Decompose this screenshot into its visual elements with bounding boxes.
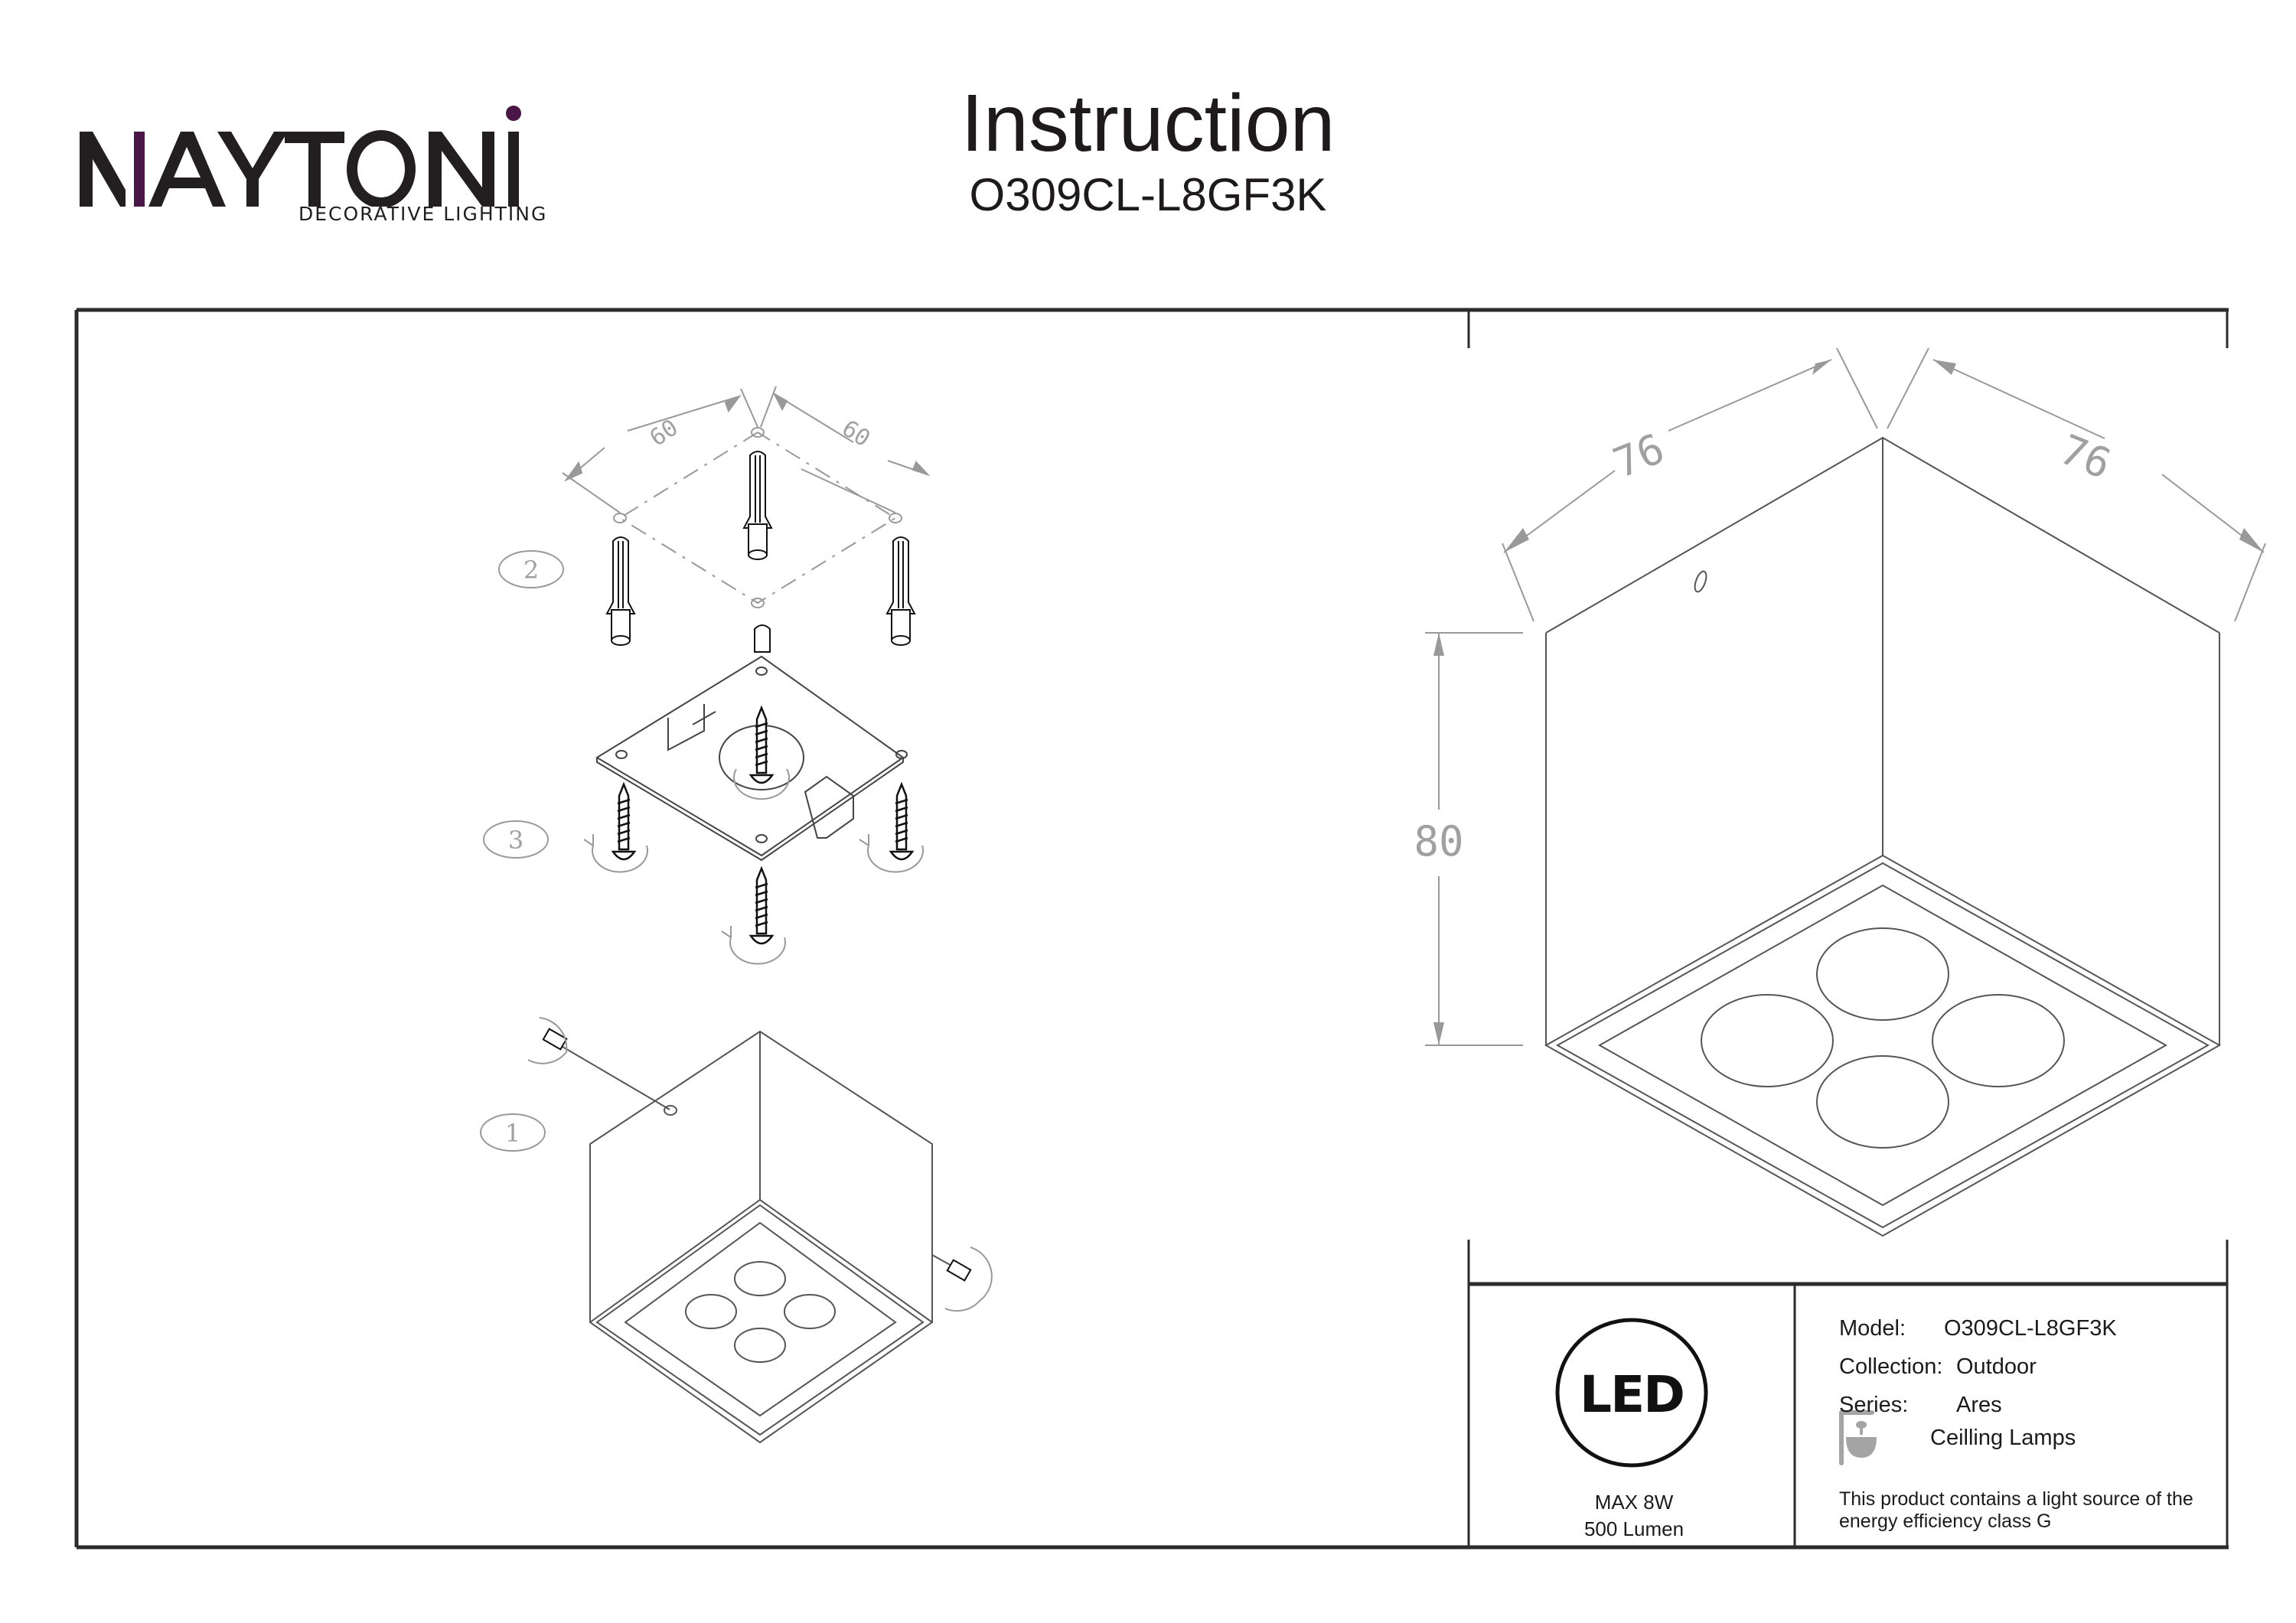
- logo-wordmark: [77, 99, 566, 222]
- energy-class-note-line1: This product contains a light source of …: [1839, 1488, 2193, 1510]
- dimension-arrowheads: [1433, 360, 2264, 1045]
- step-3-label: 3: [508, 826, 523, 855]
- spec-model-label: Model:: [1839, 1316, 1906, 1341]
- logo-wordmark-graphic: [80, 106, 521, 208]
- led-icon-text: LED: [1580, 1365, 1684, 1424]
- led-power-rating: MAX 8W: [1594, 1491, 1674, 1514]
- wood-screw-icon: [748, 865, 775, 945]
- maytoni-logo: DECORATIVE LIGHTING: [77, 92, 566, 230]
- led-lumen-rating: 500 Lumen: [1583, 1517, 1684, 1540]
- spec-collection-label: Collection:: [1839, 1354, 1943, 1379]
- led-icon-ring: [1555, 1318, 1708, 1468]
- set-screw-icon: [946, 1259, 972, 1282]
- spec-lamp-type: Ceilling Lamps: [1930, 1426, 2076, 1450]
- step-2-badge: [498, 550, 564, 588]
- width-dimension-left: 76: [1606, 424, 1671, 487]
- rotate-arrow-icons: [583, 768, 924, 965]
- logo-tagline: DECORATIVE LIGHTING: [298, 203, 548, 225]
- wall-plug-icons: [605, 451, 916, 653]
- sheet-frame: [74, 308, 2229, 1550]
- width-dimension-right: 76: [2053, 425, 2118, 489]
- spec-series-value: Ares: [1956, 1393, 2002, 1417]
- hole-spacing-label-right: 60: [837, 415, 875, 452]
- wood-screw-icon: [611, 781, 637, 861]
- dimension-lines: [1425, 347, 2266, 1046]
- spec-series-label: Series:: [1839, 1393, 1909, 1417]
- wood-screw-icons: [611, 705, 915, 945]
- wall-plug-icon: [742, 451, 773, 560]
- step-3-mounting-plate: 3: [483, 655, 924, 965]
- wall-plug-icon: [605, 536, 636, 646]
- step-3-badge: [483, 820, 549, 859]
- energy-class-note-line2: energy efficiency class G: [1839, 1511, 2052, 1532]
- step-1-label: 1: [505, 1119, 520, 1148]
- step-2-label: 2: [523, 556, 539, 585]
- wood-screw-icon: [748, 705, 775, 784]
- step-1-luminaire-body: 1: [480, 1017, 993, 1444]
- set-screw-icon: [542, 1028, 568, 1051]
- led-icon: LED: [1555, 1318, 1708, 1468]
- set-screw-icons: [542, 1028, 972, 1282]
- model-code-heading: O309CL-L8GF3K: [969, 169, 1327, 220]
- spec-collection-value: Outdoor: [1956, 1354, 2037, 1379]
- wall-plug-icon: [885, 536, 916, 646]
- step-2-wall-plugs: 60 60 2: [498, 386, 931, 653]
- step-1-badge: [480, 1113, 546, 1152]
- hole-spacing-label-left: 60: [645, 414, 683, 451]
- rotate-arrow-icons-step1: [527, 1017, 993, 1312]
- height-dimension: 80: [1414, 817, 1463, 865]
- ceiling-lamp-icon: [1839, 1410, 1877, 1465]
- spec-model-value: O309CL-L8GF3K: [1944, 1316, 2117, 1341]
- page-title: Instruction: [960, 78, 1336, 168]
- wood-screw-icon: [889, 781, 915, 861]
- wall-plug-icon: [754, 624, 771, 653]
- product-cube: [1544, 436, 2222, 1237]
